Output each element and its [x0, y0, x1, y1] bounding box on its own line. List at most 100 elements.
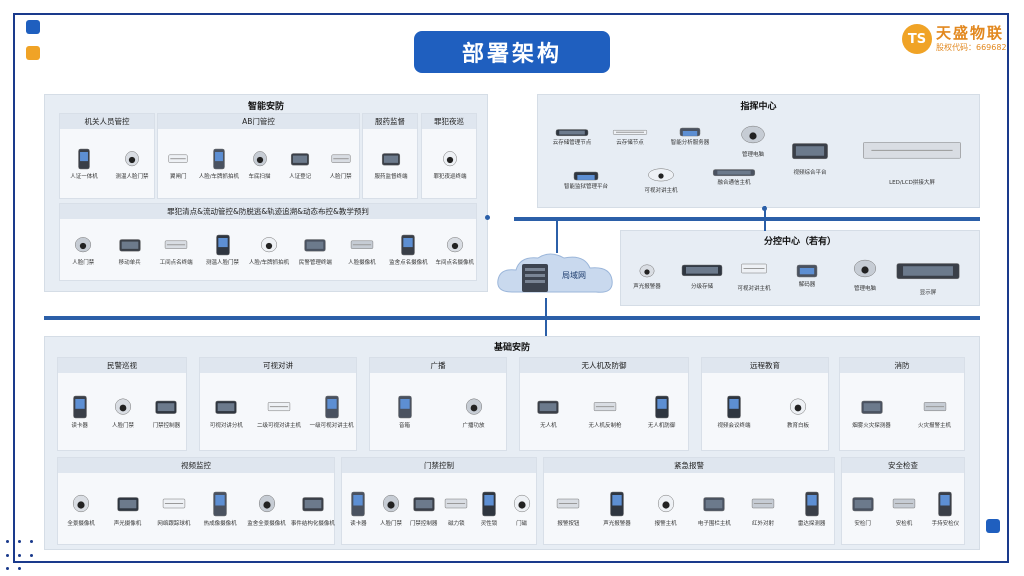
- group-title: 服药监督: [363, 114, 417, 129]
- device-item: 工间点名终端: [160, 233, 193, 269]
- device-item: 火灾报警主机: [918, 394, 951, 432]
- device-label: 解码器: [798, 282, 816, 288]
- device-label: 烟雾火灾探测器: [852, 423, 891, 429]
- device-label: 音箱: [398, 423, 410, 429]
- device-icon: [167, 147, 189, 177]
- device-icon: [68, 490, 94, 524]
- device-item: 监舍点名摄像机: [389, 233, 428, 269]
- link-sub-center: [764, 219, 766, 231]
- command-center-device: 融合通信主机: [708, 165, 760, 189]
- device-item: 广播功放: [461, 394, 487, 432]
- upper-network-bus: [514, 217, 980, 221]
- slide-frame: [13, 13, 1009, 563]
- device-label: 人脸/车牌抓拍机: [248, 260, 290, 266]
- device-item: 人证登记: [289, 147, 311, 183]
- device-label: 翼闸门: [170, 174, 187, 180]
- device-item: 教育白板: [785, 394, 811, 432]
- device-label: 无人机: [540, 423, 557, 429]
- device-label: 服药监督终端: [374, 174, 408, 180]
- group-title: 罪犯清点&流动管控&防脱逃&轨迹追溯&动态布控&教学预判: [60, 204, 476, 219]
- device-icon: [442, 233, 468, 263]
- device-item: 烟雾火灾探测器: [852, 394, 891, 432]
- device-label: 教育白板: [786, 423, 809, 429]
- device-label: 可视对讲分机: [209, 423, 243, 429]
- device-item: 灵性锁: [476, 490, 502, 530]
- basic-security-title: 基础安防: [493, 343, 530, 353]
- device-label: 智能分析服务器: [670, 140, 710, 146]
- device-icon: [210, 233, 236, 263]
- device-icon: [443, 490, 469, 524]
- device-label: 人脸门禁: [111, 423, 134, 429]
- sub-center-device: 声光报警器: [633, 261, 661, 293]
- page-title: 部署架构: [414, 31, 610, 73]
- command-center-device: 智能监狱管理平台: [562, 169, 610, 193]
- device-icon: [289, 147, 311, 177]
- device-label: 声光摄像机: [113, 521, 142, 527]
- device-icon: [395, 233, 421, 263]
- device-item: 无人机防御: [648, 394, 675, 432]
- device-label: 门禁控制器: [409, 521, 438, 527]
- lower-network-bus: [44, 316, 980, 320]
- device-icon: [610, 125, 650, 144]
- device-label: 人证一体机: [70, 174, 98, 180]
- deco-dot: [18, 554, 21, 557]
- device-icon: [378, 490, 404, 524]
- device-label: 安检门: [854, 521, 871, 527]
- device-icon: [213, 394, 239, 426]
- device-icon: [461, 394, 487, 426]
- sub-center-device: 管理电脑: [847, 255, 883, 295]
- logo-code: 股权代码：669682: [936, 43, 1007, 52]
- sub-center-panel: 分控中心（若有） 声光报警器分级存储可视对讲主机解码器管理电脑显示屏: [620, 230, 980, 306]
- device-icon: [207, 490, 233, 524]
- device-icon: [932, 490, 958, 524]
- device-label: 视频会议终端: [717, 423, 751, 429]
- device-icon: [70, 233, 96, 263]
- device-item: 报警主机: [653, 490, 679, 530]
- device-label: 报警按钮: [557, 521, 580, 527]
- device-label: 广播功放: [462, 423, 485, 429]
- device-item: 读卡器: [67, 394, 93, 432]
- device-label: 人脸/车牌抓拍机: [198, 174, 240, 180]
- device-item: 事件结构化摄像机: [291, 490, 335, 530]
- group-title: 消防: [840, 358, 964, 373]
- device-icon: [302, 233, 328, 263]
- device-label: 红外对射: [751, 521, 774, 527]
- group-title: 门禁控制: [342, 458, 536, 473]
- device-item: 人脸/车牌抓拍机: [199, 147, 239, 183]
- device-item: 音箱: [392, 394, 418, 432]
- device-icon: [110, 394, 136, 426]
- device-icon: [891, 490, 917, 524]
- device-item: 视频会议终端: [717, 394, 751, 432]
- command-center-device: 智能分析服务器: [670, 125, 710, 149]
- device-icon: [249, 147, 271, 177]
- basic-security-group: 无人机及防御无人机无人机反制枪无人机防御: [519, 357, 689, 451]
- device-label: 显示屏: [919, 290, 937, 296]
- device-icon: [670, 125, 710, 144]
- device-icon: [701, 490, 727, 524]
- device-label: 热成像摄像机: [203, 521, 237, 527]
- device-item: 一级可视对讲主机: [310, 394, 354, 432]
- device-icon: [67, 394, 93, 426]
- group-title: 紧急报警: [544, 458, 834, 473]
- group-title: 无人机及防御: [520, 358, 688, 373]
- device-label: 事件结构化摄像机: [290, 521, 335, 527]
- basic-security-group: 视频监控全景摄像机声光摄像机网络跟踪球机热成像摄像机监舍全景摄像机事件结构化摄像…: [57, 457, 335, 545]
- lan-label: 局域网: [562, 271, 586, 280]
- device-icon: [552, 125, 592, 144]
- device-item: 监舍全景摄像机: [247, 490, 286, 530]
- device-icon: [161, 490, 187, 524]
- basic-security-group: 门禁控制读卡器人脸门禁门禁控制器磁力锁灵性锁门磁: [341, 457, 537, 545]
- device-icon: [153, 394, 179, 426]
- device-icon: [604, 490, 630, 524]
- device-item: 测温人脸门禁: [115, 147, 149, 183]
- group-title: 可视对讲: [200, 358, 356, 373]
- device-item: 热成像摄像机: [204, 490, 237, 530]
- device-label: 视频综合平台: [793, 170, 827, 176]
- device-item: 服药监督终端: [374, 147, 408, 183]
- company-logo: TS 天盛物联 股权代码：669682: [902, 22, 1012, 60]
- basic-security-group: 广播音箱广播功放: [369, 357, 507, 451]
- device-item: 报警按钮: [555, 490, 581, 530]
- device-icon: [788, 135, 832, 173]
